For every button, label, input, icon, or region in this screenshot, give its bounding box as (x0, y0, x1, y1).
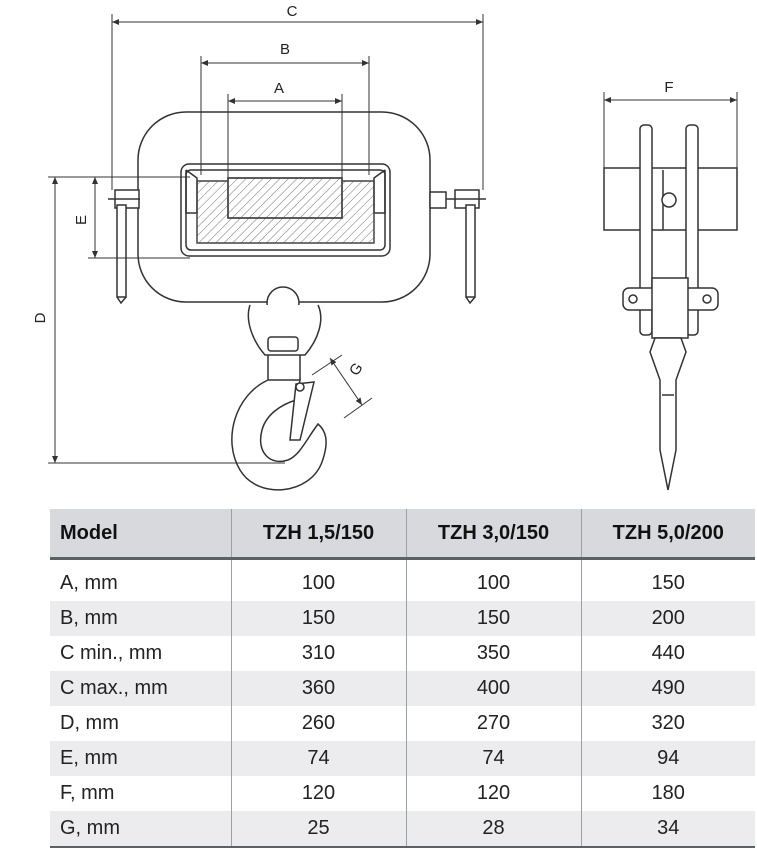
row-value: 100 (230, 558, 406, 601)
row-value: 74 (230, 741, 406, 776)
header-model-1: TZH 1,5/150 (230, 509, 406, 560)
row-value: 74 (405, 741, 581, 776)
row-param-label: D, mm (50, 706, 231, 741)
row-value: 310 (230, 636, 406, 671)
table-header-row: Model TZH 1,5/150 TZH 3,0/150 TZH 5,0/20… (50, 509, 755, 560)
row-param-label: F, mm (50, 776, 231, 811)
row-param-label: E, mm (50, 741, 231, 776)
side-dimensions (603, 92, 738, 170)
front-dimensions (48, 14, 484, 464)
row-value: 350 (405, 636, 581, 671)
row-value: 440 (580, 636, 755, 671)
row-value: 28 (405, 811, 581, 848)
front-view (108, 111, 486, 491)
row-value: 270 (405, 706, 581, 741)
row-value: 150 (405, 601, 581, 636)
technical-drawing: C B A D E G F (32, 3, 738, 491)
hook (231, 379, 327, 491)
side-hook (649, 337, 687, 491)
dim-label-f: F (664, 79, 673, 96)
row-value: 490 (580, 671, 755, 706)
row-value: 34 (580, 811, 755, 848)
spec-table: Model TZH 1,5/150 TZH 3,0/150 TZH 5,0/20… (50, 509, 755, 848)
row-value: 150 (580, 558, 755, 601)
row-value: 200 (580, 601, 755, 636)
side-view (603, 124, 738, 491)
dim-label-g: G (346, 360, 367, 379)
row-param-label: A, mm (50, 558, 231, 601)
safety-latch (289, 381, 315, 441)
row-param-label: C min., mm (50, 636, 231, 671)
row-value: 320 (580, 706, 755, 741)
row-value: 120 (405, 776, 581, 811)
row-value: 180 (580, 776, 755, 811)
row-value: 94 (580, 741, 755, 776)
dim-label-a: A (274, 80, 284, 97)
row-value: 260 (230, 706, 406, 741)
row-value: 100 (405, 558, 581, 601)
header-model-2: TZH 3,0/150 (405, 509, 581, 560)
hook-shank (247, 304, 322, 356)
dim-label-e: E (73, 215, 90, 225)
row-value: 360 (230, 671, 406, 706)
row-value: 120 (230, 776, 406, 811)
dim-label-c: C (287, 3, 298, 20)
header-model: Model (50, 509, 231, 560)
dim-label-b: B (280, 41, 290, 58)
left-screw-handle (108, 189, 140, 305)
header-model-3: TZH 5,0/200 (580, 509, 755, 560)
row-value: 400 (405, 671, 581, 706)
row-value: 25 (230, 811, 406, 848)
row-param-label: G, mm (50, 811, 231, 848)
row-param-label: B, mm (50, 601, 231, 636)
row-param-label: C max., mm (50, 671, 231, 706)
dim-label-d: D (32, 312, 49, 323)
right-screw-handle (429, 189, 486, 305)
row-value: 150 (230, 601, 406, 636)
